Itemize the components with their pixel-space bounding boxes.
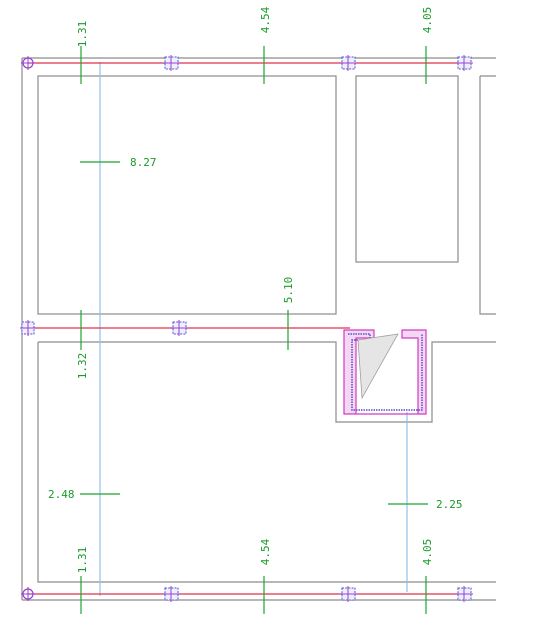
- bottom-dim-1: 1.31: [76, 547, 89, 574]
- span-label-left-upper: 8.27: [130, 156, 157, 169]
- span-label-mid-beam: 5.10: [282, 277, 295, 304]
- span-label-left-lower: 2.48: [48, 488, 75, 501]
- core-hatch: [357, 333, 399, 400]
- span-label-right-lower: 2.25: [436, 498, 463, 511]
- dimension-ticks: [80, 46, 428, 614]
- top-dim-3: 4.05: [421, 7, 434, 34]
- column-crosshairs: [163, 55, 473, 602]
- rooms: [37, 75, 496, 583]
- core-inner-outline: [348, 333, 423, 411]
- outer-frame: [21, 57, 496, 601]
- dimension-labels: 1.31 4.54 4.05 8.27 5.10 1.32 2.48 2.25 …: [48, 6, 463, 573]
- bottom-dim-2: 4.54: [259, 538, 272, 565]
- room-upper-right[interactable]: [479, 75, 496, 315]
- room-upper-middle[interactable]: [355, 75, 459, 263]
- span-label-left-mid: 1.32: [76, 353, 89, 380]
- support-nodes: [20, 56, 36, 601]
- beams: [28, 62, 466, 595]
- top-dim-2: 4.54: [259, 6, 272, 33]
- bottom-dim-3: 4.05: [421, 539, 434, 566]
- top-dim-1: 1.31: [76, 21, 89, 48]
- elevator-core[interactable]: [343, 329, 427, 415]
- room-upper-left[interactable]: [37, 75, 337, 315]
- grid-axes: [99, 62, 408, 596]
- room-lower[interactable]: [37, 341, 496, 583]
